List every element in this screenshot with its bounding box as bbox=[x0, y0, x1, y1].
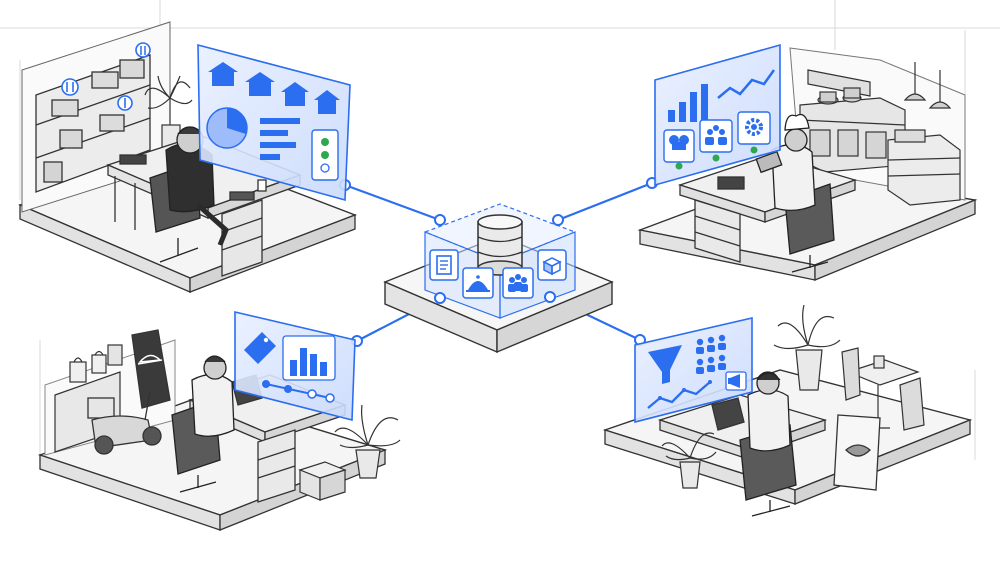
central-hub bbox=[383, 203, 614, 354]
line-chart-icon bbox=[717, 69, 776, 99]
marketing-dining-station bbox=[602, 304, 973, 517]
document-icon bbox=[429, 249, 459, 281]
price-tag-icon bbox=[244, 332, 276, 364]
sales-worker bbox=[171, 355, 235, 493]
menu-board-sign bbox=[131, 329, 171, 409]
delivery-scooter bbox=[87, 391, 162, 455]
bar-chart-icon bbox=[668, 84, 708, 122]
headquarters-office bbox=[18, 21, 357, 293]
pie-chart-icon bbox=[206, 107, 248, 149]
timeline-icon bbox=[262, 380, 335, 403]
cloche-icon bbox=[462, 267, 494, 299]
database-icon bbox=[477, 214, 523, 276]
dining-table-chairs bbox=[841, 347, 925, 431]
kitchen-equipment bbox=[799, 62, 961, 206]
kitchen-station bbox=[637, 43, 978, 281]
gear-icon bbox=[737, 111, 771, 154]
hq-dashboard-panel bbox=[197, 43, 351, 202]
marketing-dashboard-panel bbox=[634, 316, 753, 424]
sales-dashboard-panel bbox=[234, 310, 356, 422]
chef-worker bbox=[755, 113, 835, 273]
storefront-icon bbox=[208, 62, 340, 114]
chef-hat-icon bbox=[663, 129, 695, 170]
line-chart-icon bbox=[647, 380, 712, 409]
boxes bbox=[298, 461, 347, 501]
marketing-worker bbox=[739, 371, 797, 517]
potted-plant bbox=[661, 432, 717, 489]
fork-knife-icon bbox=[61, 42, 151, 111]
megaphone-icon bbox=[725, 371, 747, 391]
potted-plant bbox=[144, 75, 193, 148]
potted-plant bbox=[773, 304, 841, 391]
menu-sign bbox=[833, 414, 881, 491]
sales-delivery-station bbox=[37, 310, 401, 531]
potted-plant bbox=[334, 404, 401, 479]
bar-chart-icon bbox=[282, 335, 336, 381]
box-icon bbox=[537, 249, 567, 281]
kitchen-dashboard-panel bbox=[654, 43, 781, 187]
bar-chart-icon bbox=[260, 118, 300, 160]
people-icon bbox=[696, 334, 726, 374]
people-icon bbox=[699, 119, 733, 162]
people-icon bbox=[502, 267, 534, 299]
funnel-icon bbox=[648, 345, 682, 384]
status-dots-icon bbox=[311, 129, 339, 181]
